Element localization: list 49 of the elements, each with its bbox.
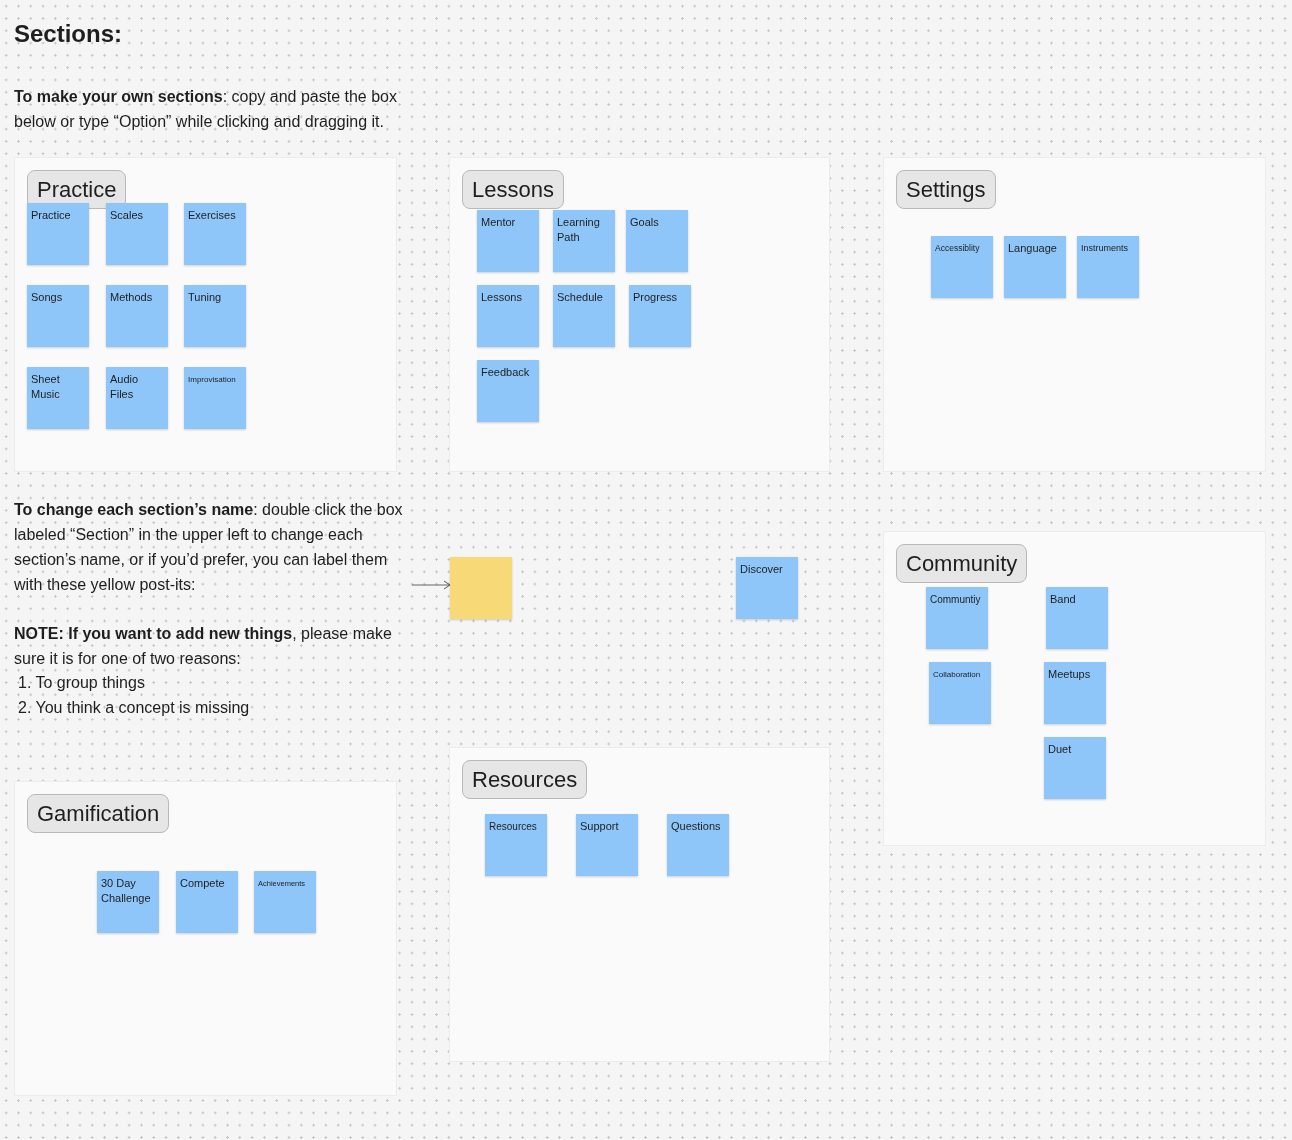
- instruction-text: To change each section’s name: double click the box labeled “Section” in the upper left to change each section’s name, or if you’d prefer, you can label them with these yellow post-its:: [14, 500, 404, 595]
- sticky-note: Audio Files: [106, 367, 168, 429]
- sticky-note: Exercises: [184, 203, 246, 265]
- sticky-note: Goals: [626, 210, 688, 272]
- section-panel: [883, 157, 1266, 472]
- sticky-note: Songs: [27, 285, 89, 347]
- instruction-text: NOTE: If you want to add new things, please make sure it is for one of two reasons:: [14, 624, 393, 669]
- sticky-note: Communtiy: [926, 587, 988, 649]
- instruction-text: To make your own sections: copy and paste the box below or type “Option” while clicking and dragging it.: [14, 87, 398, 132]
- section-panel: [449, 157, 830, 472]
- section-heading: Gamification: [27, 794, 170, 833]
- section-heading: Community: [896, 544, 1028, 583]
- sticky-note: Mentor: [477, 210, 539, 272]
- sticky-note: Methods: [106, 285, 168, 347]
- sticky-note: Learning Path: [553, 210, 615, 272]
- instruction-text: 1. To group things: [18, 673, 146, 693]
- sticky-note: Meetups: [1044, 662, 1106, 724]
- sticky-note: Discover: [736, 557, 798, 619]
- page-title: Sections:: [14, 19, 123, 49]
- sticky-note: [450, 557, 512, 619]
- sticky-note: Feedback: [477, 360, 539, 422]
- sticky-note: Instruments: [1077, 236, 1139, 298]
- sticky-note: Support: [576, 814, 638, 876]
- sticky-note: Lessons: [477, 285, 539, 347]
- sticky-note: Scales: [106, 203, 168, 265]
- section-heading: Lessons: [462, 170, 564, 209]
- sticky-note: Progress: [629, 285, 691, 347]
- sticky-note: Tuning: [184, 285, 246, 347]
- sticky-note: Accessiblity: [931, 236, 993, 298]
- section-panel: [883, 531, 1266, 846]
- sticky-note: Collaboration: [929, 662, 991, 724]
- instruction-text: 2. You think a concept is missing: [18, 698, 251, 718]
- sticky-note: Language: [1004, 236, 1066, 298]
- section-heading: Settings: [896, 170, 996, 209]
- sticky-note: Schedule: [553, 285, 615, 347]
- sticky-note: Duet: [1044, 737, 1106, 799]
- sticky-note: Improvisation: [184, 367, 246, 429]
- section-heading: Resources: [462, 760, 588, 799]
- arrow: [411, 580, 451, 590]
- sticky-note: Questions: [667, 814, 729, 876]
- sticky-note: Sheet Music: [27, 367, 89, 429]
- sticky-note: Band: [1046, 587, 1108, 649]
- section-panel: [14, 781, 397, 1096]
- sticky-note: Resources: [485, 814, 547, 876]
- section-panel: [14, 157, 397, 472]
- section-panel: [449, 747, 830, 1062]
- sticky-note: 30 Day Challenge: [97, 871, 159, 933]
- sticky-note: Practice: [27, 203, 89, 265]
- sticky-note: Compete: [176, 871, 238, 933]
